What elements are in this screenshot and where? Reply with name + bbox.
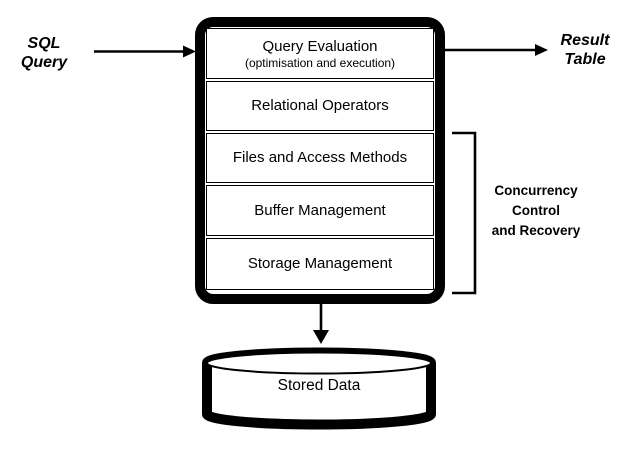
- sql-query-arrow-icon: [94, 45, 196, 58]
- result-table-label-line2: Table: [564, 51, 606, 68]
- concurrency-bracket: [452, 131, 477, 295]
- layer-title: Query Evaluation: [262, 37, 378, 55]
- layer-title: Files and Access Methods: [232, 149, 408, 166]
- concurrency-label-line2: Control: [512, 203, 560, 218]
- sql-query-label: SQL Query: [4, 34, 84, 72]
- dbms-layer-stack: Query Evaluation (optimisation and execu…: [205, 27, 435, 294]
- sql-query-label-line2: Query: [20, 54, 68, 71]
- sql-query-arrow-head: [183, 45, 196, 58]
- layer-title: Storage Management: [247, 255, 393, 272]
- concurrency-label-line1: Concurrency: [494, 183, 578, 198]
- dbms-box: Query Evaluation (optimisation and execu…: [195, 17, 445, 304]
- concurrency-control-label: Concurrency Control and Recovery: [456, 181, 616, 241]
- sql-query-label-line1: SQL: [27, 35, 61, 52]
- result-table-label-line1: Result: [560, 32, 610, 49]
- layer-buffer-management: Buffer Management: [206, 185, 434, 236]
- layer-title: Buffer Management: [254, 201, 386, 219]
- layer-storage-management: Storage Management: [206, 238, 434, 290]
- layer-query-evaluation: Query Evaluation (optimisation and execu…: [206, 28, 434, 79]
- concurrency-label-line3: and Recovery: [491, 223, 581, 238]
- layer-relational-operators: Relational Operators: [206, 81, 434, 131]
- result-table-arrow-head: [535, 44, 548, 56]
- layer-title: Relational Operators: [251, 97, 389, 114]
- stored-data-arrow-head: [313, 330, 329, 344]
- stored-data-cylinder: [202, 347, 436, 430]
- stored-data-label: Stored Data: [277, 377, 361, 394]
- stored-data-cylinder-rim: [206, 351, 432, 375]
- result-table-arrow-icon: [444, 44, 548, 56]
- stored-data-arrow-icon: [313, 303, 329, 344]
- result-table-label: Result Table: [545, 31, 625, 69]
- layer-subtitle: (optimisation and execution): [244, 55, 396, 70]
- layer-files-and-access-methods: Files and Access Methods: [206, 133, 434, 183]
